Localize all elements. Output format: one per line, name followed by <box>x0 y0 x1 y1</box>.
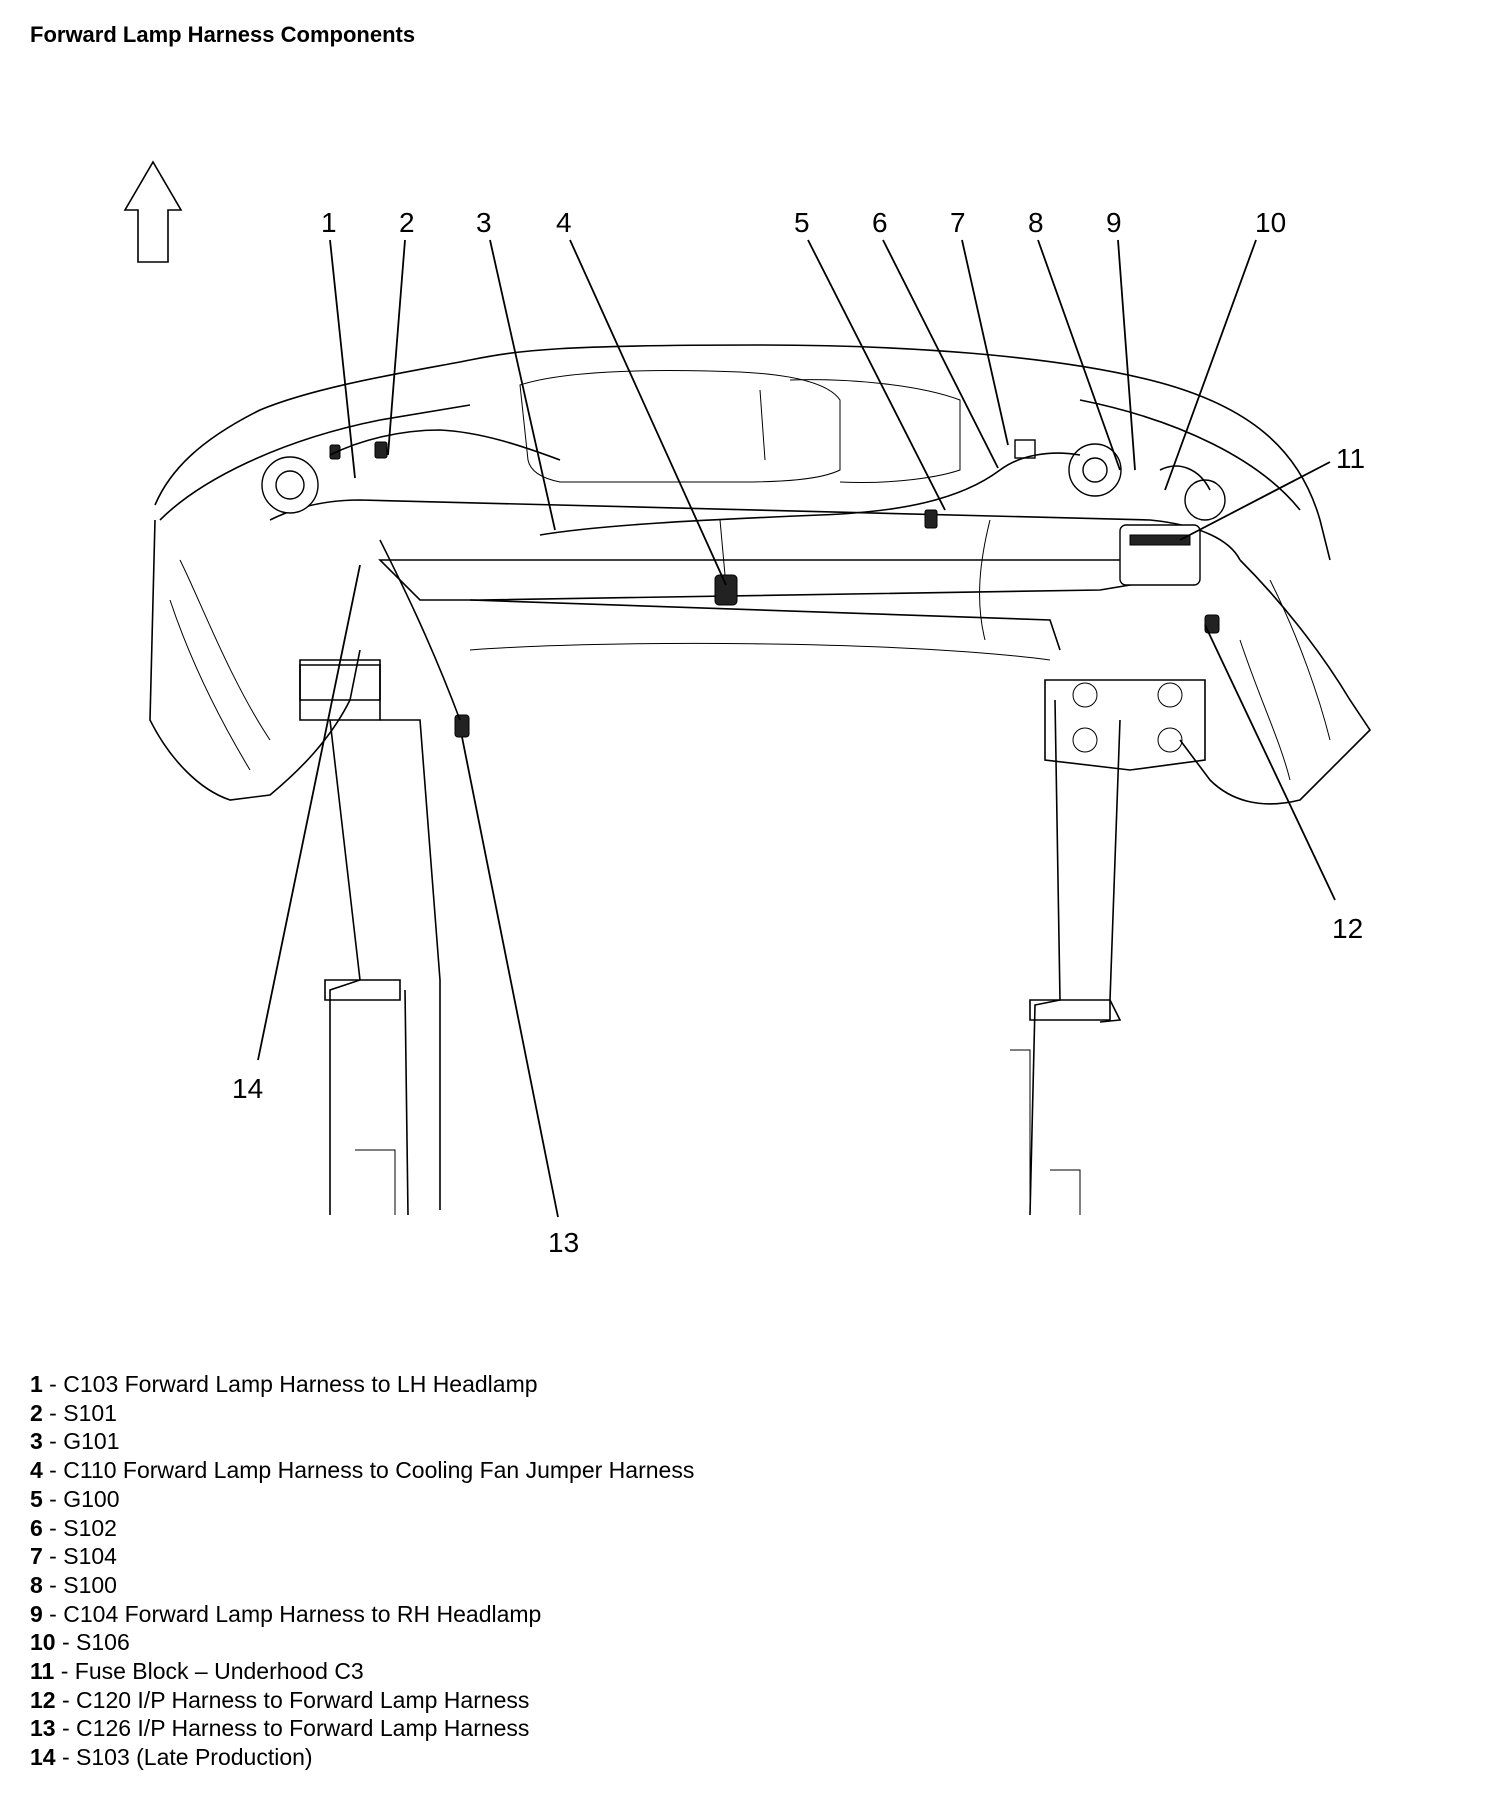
legend-item: 3 - G101 <box>30 1427 694 1456</box>
legend-text: C120 I/P Harness to Forward Lamp Harness <box>76 1686 530 1713</box>
legend-text: S101 <box>63 1399 117 1426</box>
harness-diagram: 1 2 3 4 5 6 7 8 9 10 11 12 13 14 <box>123 160 1372 1258</box>
legend-number: 9 <box>30 1600 43 1627</box>
legend-number: 14 <box>30 1744 56 1771</box>
legend-item: 4 - C110 Forward Lamp Harness to Cooling… <box>30 1456 694 1485</box>
legend-number: 8 <box>30 1571 43 1598</box>
components <box>261 429 1226 738</box>
legend-item: 1 - C103 Forward Lamp Harness to LH Head… <box>30 1370 694 1399</box>
legend-text: C110 Forward Lamp Harness to Cooling Fan… <box>63 1457 695 1484</box>
legend-item: 9 - C104 Forward Lamp Harness to RH Head… <box>30 1600 694 1629</box>
legend-number: 12 <box>30 1686 56 1713</box>
legend-item: 5 - G100 <box>30 1485 694 1514</box>
c110-connector <box>714 574 738 606</box>
legend-number: 10 <box>30 1629 56 1656</box>
legend-text: C103 Forward Lamp Harness to LH Headlamp <box>63 1371 538 1397</box>
legend-number: 3 <box>30 1428 43 1455</box>
front-end-structure <box>149 344 1372 1216</box>
legend-text: S106 <box>76 1629 130 1656</box>
legend-number: 11 <box>30 1658 55 1685</box>
callout-4: 4 <box>556 207 572 238</box>
callout-1: 1 <box>321 207 337 238</box>
callout-11: 11 <box>1336 443 1365 474</box>
legend-text: G101 <box>63 1428 120 1455</box>
legend-separator: - <box>42 1600 64 1627</box>
legend-number: 2 <box>30 1399 43 1426</box>
callout-5: 5 <box>794 207 810 238</box>
legend-item: 10 - S106 <box>30 1628 694 1657</box>
c126-connector <box>454 714 470 738</box>
legend-separator: - <box>55 1629 77 1656</box>
legend-number: 1 <box>30 1371 43 1397</box>
legend-text: Fuse Block – Underhood C3 <box>74 1658 364 1685</box>
callout-10: 10 <box>1255 207 1286 238</box>
page-title: Forward Lamp Harness Components <box>30 22 416 47</box>
legend-text: S100 <box>63 1571 117 1598</box>
legend-item: 8 - S100 <box>30 1571 694 1600</box>
legend-item: 13 - C126 I/P Harness to Forward Lamp Ha… <box>30 1714 694 1743</box>
legend-separator: - <box>42 1428 64 1455</box>
fuse-block <box>1119 524 1201 586</box>
legend-number: 7 <box>30 1543 43 1570</box>
legend-separator: - <box>55 1744 77 1771</box>
callout-12: 12 <box>1332 913 1363 944</box>
legend-item: 2 - S101 <box>30 1399 694 1428</box>
legend-number: 6 <box>30 1514 43 1541</box>
legend-number: 13 <box>30 1715 56 1742</box>
legend-text: C104 Forward Lamp Harness to RH Headlamp <box>63 1600 542 1627</box>
legend-separator: - <box>55 1686 77 1713</box>
legend-separator: - <box>42 1543 64 1570</box>
legend-item: 11 - Fuse Block – Underhood C3 <box>30 1657 694 1686</box>
legend-separator: - <box>54 1658 75 1685</box>
callout-13: 13 <box>548 1227 579 1258</box>
legend-number: 5 <box>30 1485 43 1512</box>
legend-separator: - <box>42 1514 64 1541</box>
legend-number: 4 <box>30 1457 43 1484</box>
legend-separator: - <box>55 1715 77 1742</box>
callout-3: 3 <box>476 207 492 238</box>
callout-labels: 1 2 3 4 5 6 7 8 9 10 11 12 13 14 <box>232 207 1365 1258</box>
callout-14: 14 <box>232 1073 263 1104</box>
legend-item: 6 - S102 <box>30 1514 694 1543</box>
legend-text: S103 (Late Production) <box>76 1744 313 1771</box>
legend-text: C126 I/P Harness to Forward Lamp Harness <box>76 1715 530 1742</box>
legend-separator: - <box>42 1399 64 1426</box>
component-legend: 1 - C103 Forward Lamp Harness to LH Head… <box>30 1370 694 1772</box>
legend-separator: - <box>42 1371 64 1397</box>
legend-item: 14 - S103 (Late Production) <box>30 1743 694 1772</box>
leader-lines <box>257 239 1336 1218</box>
callout-2: 2 <box>399 207 415 238</box>
callout-9: 9 <box>1106 207 1122 238</box>
forward-arrow-icon <box>123 160 183 263</box>
legend-text: S104 <box>63 1543 117 1570</box>
legend-separator: - <box>42 1457 64 1484</box>
legend-separator: - <box>42 1485 64 1512</box>
callout-8: 8 <box>1028 207 1044 238</box>
legend-item: 12 - C120 I/P Harness to Forward Lamp Ha… <box>30 1686 694 1715</box>
legend-text: G100 <box>63 1485 120 1512</box>
callout-7: 7 <box>950 207 966 238</box>
callout-6: 6 <box>872 207 888 238</box>
legend-item: 7 - S104 <box>30 1542 694 1571</box>
legend-text: S102 <box>63 1514 117 1541</box>
legend-separator: - <box>42 1571 64 1598</box>
